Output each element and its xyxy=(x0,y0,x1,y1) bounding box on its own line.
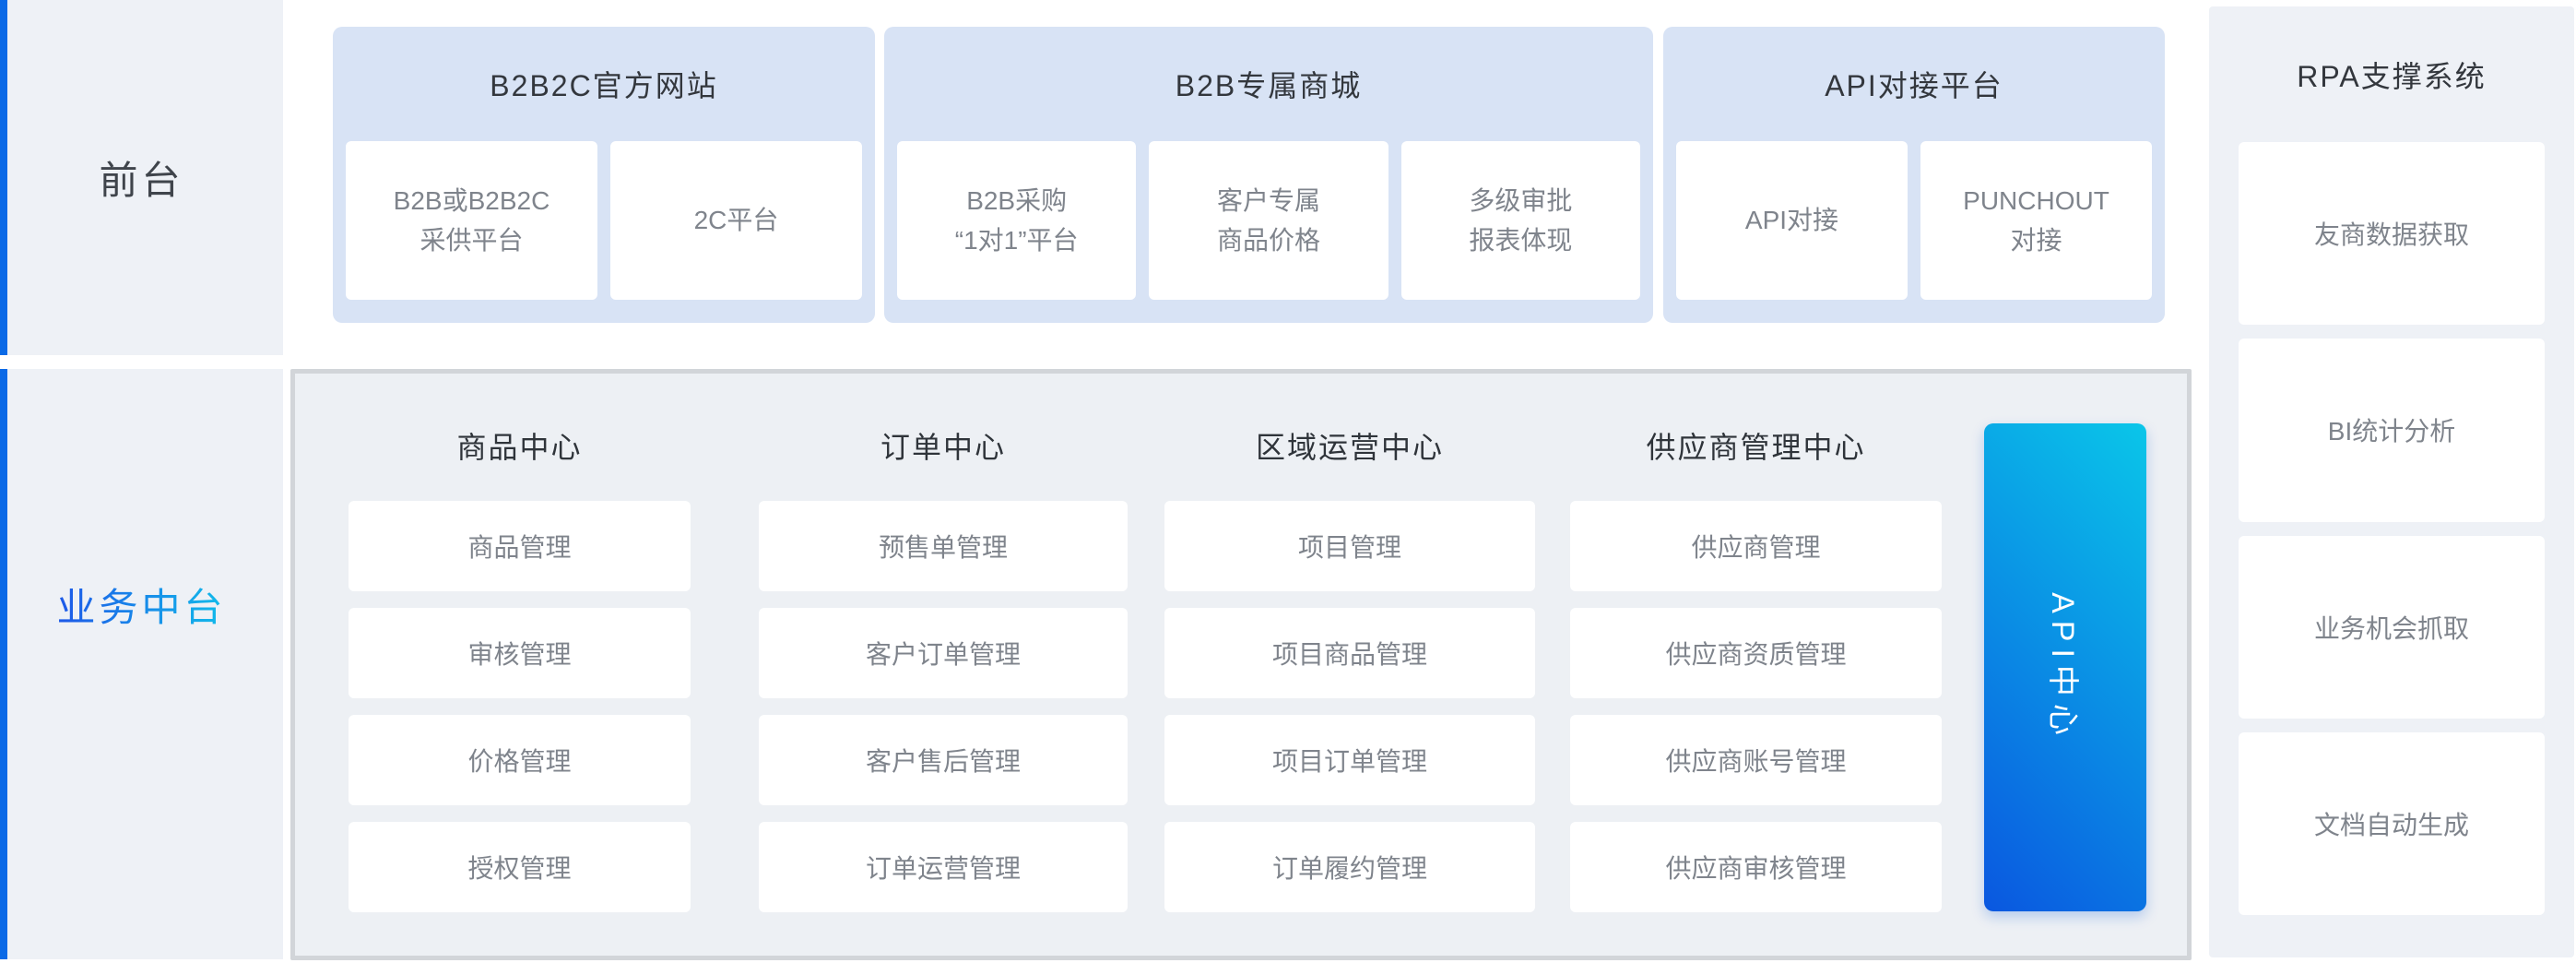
api-center-bar: API中心 xyxy=(1984,423,2146,911)
business-center-card: 项目商品管理 xyxy=(1164,608,1535,698)
rpa-card: 业务机会抓取 xyxy=(2239,535,2545,719)
business-center-card: 客户售后管理 xyxy=(759,715,1128,805)
front-office-label: 前台 xyxy=(99,159,184,202)
business-center-card: 审核管理 xyxy=(349,608,691,698)
business-center-card: 供应商管理 xyxy=(1570,501,1942,591)
business-center-card: 项目订单管理 xyxy=(1164,715,1535,805)
business-center-card: 订单运营管理 xyxy=(759,822,1128,912)
business-center-card: 供应商账号管理 xyxy=(1570,715,1942,805)
front-platform-card: API对接 xyxy=(1676,141,1908,300)
business-center-card: 价格管理 xyxy=(349,715,691,805)
rpa-card: 文档自动生成 xyxy=(2239,731,2545,915)
business-center-card: 商品管理 xyxy=(349,501,691,591)
front-platform-card: PUNCHOUT 对接 xyxy=(1920,141,2152,300)
front-platform-card: B2B采购 “1对1”平台 xyxy=(897,141,1137,300)
business-center-card: 订单履约管理 xyxy=(1164,822,1535,912)
front-office-layer-block: 前台 xyxy=(0,0,283,355)
front-platform-panel: B2B专属商城 B2B采购 “1对1”平台客户专属 商品价格多级审批 报表体现 xyxy=(884,27,1653,323)
front-platform-card: B2B或B2B2C 采供平台 xyxy=(346,141,597,300)
front-platform-card: 多级审批 报表体现 xyxy=(1400,141,1640,300)
business-center-card: 项目管理 xyxy=(1164,501,1535,591)
business-center-title: 供应商管理中心 xyxy=(1646,431,1866,464)
business-center-column: 订单中心预售单管理客户订单管理客户售后管理订单运营管理 xyxy=(759,420,1128,929)
business-center-card: 供应商审核管理 xyxy=(1570,822,1942,912)
api-center-label: API中心 xyxy=(2044,592,2080,743)
front-platform-card: 2C平台 xyxy=(610,141,862,300)
business-middle-layer-block: 业务中台 xyxy=(0,369,283,959)
front-platform-card: 客户专属 商品价格 xyxy=(1149,141,1388,300)
business-center-card: 客户订单管理 xyxy=(759,608,1128,698)
business-center-card: 授权管理 xyxy=(349,822,691,912)
rpa-card: 友商数据获取 xyxy=(2239,142,2545,326)
business-center-column: 供应商管理中心供应商管理供应商资质管理供应商账号管理供应商审核管理 xyxy=(1570,420,1942,929)
business-center-column: 商品中心商品管理审核管理价格管理授权管理 xyxy=(349,420,691,929)
business-center-card: 预售单管理 xyxy=(759,501,1128,591)
business-center-title: 区域运营中心 xyxy=(1255,431,1444,464)
business-center-card: 供应商资质管理 xyxy=(1570,608,1942,698)
business-center-column: 区域运营中心项目管理项目商品管理项目订单管理订单履约管理 xyxy=(1164,420,1535,929)
rpa-panel-title: RPA支撑系统 xyxy=(2297,59,2487,93)
business-middle-container: 商品中心商品管理审核管理价格管理授权管理订单中心预售单管理客户订单管理客户售后管… xyxy=(290,369,2192,960)
business-center-title: 商品中心 xyxy=(456,431,583,464)
front-platform-title: B2B2C官方网站 xyxy=(490,69,718,102)
blue-accent-stripe xyxy=(0,369,7,959)
front-platform-title: API对接平台 xyxy=(1825,69,2003,102)
front-platform-cards: B2B采购 “1对1”平台客户专属 商品价格多级审批 报表体现 xyxy=(897,141,1640,300)
rpa-card: BI统计分析 xyxy=(2239,339,2545,522)
business-middle-label: 业务中台 xyxy=(56,577,226,633)
blue-accent-stripe xyxy=(0,0,7,355)
front-platform-title: B2B专属商城 xyxy=(1175,69,1363,102)
business-center-title: 订单中心 xyxy=(880,431,1006,464)
